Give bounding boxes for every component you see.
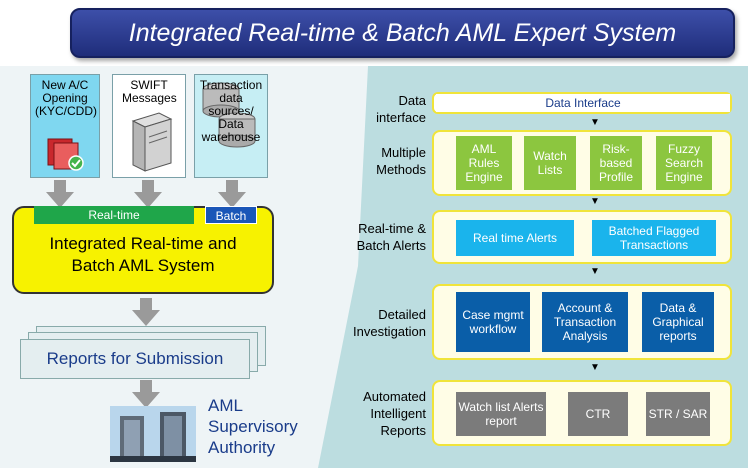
realtime-tag: Real-time [34,206,194,224]
watch-lists-box: Watch Lists [524,136,576,190]
arrow-down-icon: ▼ [590,362,600,373]
batch-tag: Batch [205,206,257,224]
source-swift: SWIFT Messages [112,74,186,178]
main-system-line2: Batch AML System [71,256,215,275]
account-analysis-box: Account & Transaction Analysis [542,292,628,352]
arrow-down-icon: ▼ [590,117,600,128]
reports-label: Reports for Submission [46,349,224,368]
authority-line1: AML [208,396,243,415]
server-icon [131,112,173,172]
main-system-line1: Integrated Real-time and [49,234,237,253]
row-label-investigation: Detailed Investigation [353,307,426,339]
authority-line3: Authority [208,438,276,457]
row-label-data-interface: Data interface [376,93,426,125]
case-mgmt-box: Case mgmt workflow [456,292,530,352]
aml-rules-engine-box: AML Rules Engine [456,136,512,190]
row-label-alerts: Real-time & Batch Alerts [356,221,426,253]
authority-label: AML Supervisory Authority [208,395,298,458]
title-banner: Integrated Real-time & Batch AML Expert … [70,8,735,58]
arrow-down-icon [134,180,162,208]
graphical-reports-box: Data & Graphical reports [642,292,714,352]
arrow-down-icon [46,180,74,208]
watchlist-report-box: Watch list Alerts report [456,392,546,436]
report-sheet [20,339,250,379]
arrow-down-icon [132,298,160,326]
batched-flagged-box: Batched Flagged Transactions [592,220,716,256]
ctr-box: CTR [568,392,628,436]
data-interface-box: Data Interface [436,94,730,112]
main-system-label: Integrated Real-time and Batch AML Syste… [12,233,274,277]
source-kyc-label: New A/C Opening (KYC/CDD) [35,78,97,118]
risk-profile-box: Risk-based Profile [590,136,642,190]
str-sar-box: STR / SAR [646,392,710,436]
arrow-down-icon [218,180,246,208]
source-warehouse-label: Transaction data sources/ Data warehouse [199,78,263,144]
building-image [110,406,196,462]
database-icon [202,82,256,148]
authority-line2: Supervisory [208,417,298,436]
arrow-down-icon [132,380,160,408]
realtime-alerts-box: Real time Alerts [456,220,574,256]
arrow-down-icon: ▼ [590,266,600,277]
document-icon [47,138,84,171]
page-title: Integrated Real-time & Batch AML Expert … [128,18,677,47]
arrow-down-icon: ▼ [590,196,600,207]
source-warehouse: Transaction data sources/ Data warehouse [194,74,268,178]
source-swift-label: SWIFT Messages [122,78,177,105]
row-label-reports: Automated Intelligent Reports [363,389,426,438]
fuzzy-search-box: Fuzzy Search Engine [656,136,712,190]
source-kyc: New A/C Opening (KYC/CDD) [30,74,100,178]
row-label-methods: Multiple Methods [376,145,426,177]
